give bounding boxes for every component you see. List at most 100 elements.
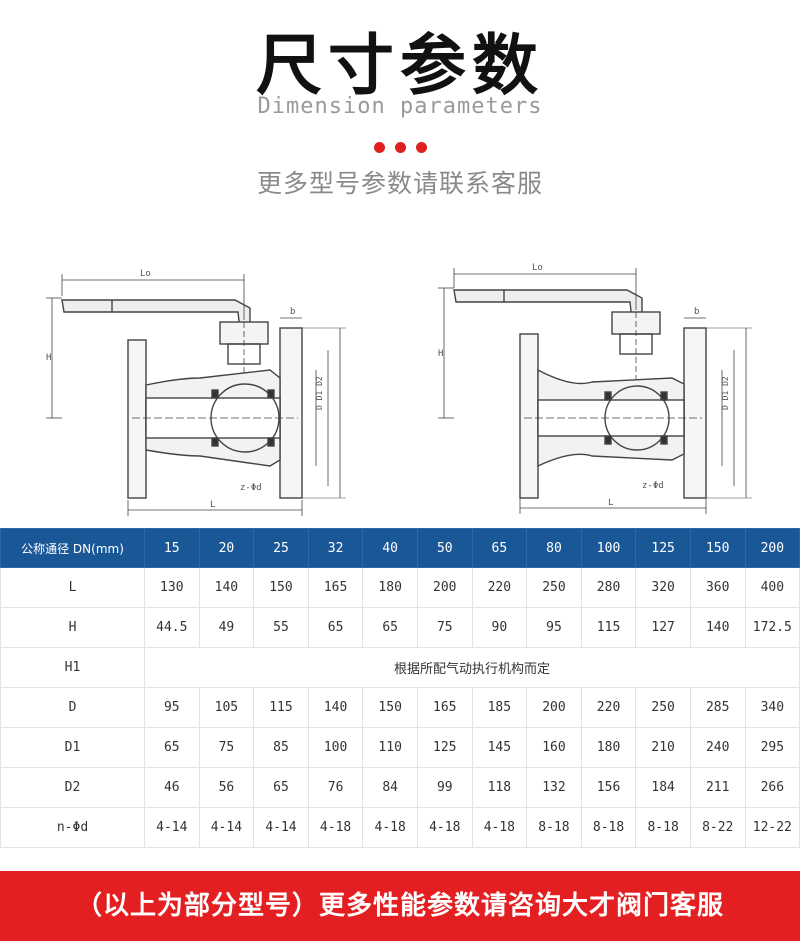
- dim-label-b-right: b: [694, 307, 699, 317]
- table-cell: 8-18: [580, 807, 637, 848]
- table-cell: 4-18: [416, 807, 473, 848]
- row-label: D1: [0, 727, 145, 768]
- table-cell: 140: [198, 567, 255, 608]
- table-cell: 76: [307, 767, 364, 808]
- table-cell: 145: [471, 727, 528, 768]
- column-header-dn: 15: [144, 528, 200, 568]
- column-header-dn: 25: [253, 528, 309, 568]
- column-header-dn: 200: [744, 528, 800, 568]
- table-cell: 180: [580, 727, 637, 768]
- table-cell: 200: [526, 687, 582, 728]
- table-cell: 55: [253, 607, 309, 648]
- row-label: D: [0, 687, 145, 728]
- table-cell: 140: [689, 607, 746, 648]
- table-cell: 95: [144, 687, 200, 728]
- table-cell: 65: [253, 767, 309, 808]
- table-cell: 4-14: [198, 807, 255, 848]
- table-cell: 150: [253, 567, 309, 608]
- row-label: D2: [0, 767, 145, 808]
- table-cell: 220: [580, 687, 637, 728]
- page-subtitle: Dimension parameters: [257, 94, 543, 119]
- table-cell: 156: [580, 767, 637, 808]
- column-header-dn: 50: [416, 528, 473, 568]
- column-header-dn: 65: [471, 528, 528, 568]
- table-cell: 65: [144, 727, 200, 768]
- table-cell: 250: [526, 567, 582, 608]
- column-header-dn: 150: [689, 528, 746, 568]
- dim-label-l-right: L: [608, 498, 613, 508]
- dim-label-l: L: [210, 500, 215, 510]
- table-cell: 132: [526, 767, 582, 808]
- dim-label-h-right: H: [438, 349, 443, 359]
- table-cell: 180: [362, 567, 418, 608]
- table-cell: 140: [307, 687, 364, 728]
- column-header-label: 公称通径 DN(mm): [0, 528, 145, 568]
- table-cell: 165: [416, 687, 473, 728]
- table-cell: 44.5: [144, 607, 200, 648]
- dim-label-b: b: [290, 307, 295, 317]
- table-cell: 165: [307, 567, 364, 608]
- table-cell: 75: [198, 727, 255, 768]
- ball-valve-drawing-right: Lo H b L z-Φd D D1 D2: [438, 263, 752, 514]
- table-cell: 400: [744, 567, 800, 608]
- dim-label-diameters-right: D D1 D2: [721, 376, 730, 410]
- row-label: H1: [0, 647, 145, 688]
- table-cell: 250: [635, 687, 691, 728]
- table-cell: 320: [635, 567, 691, 608]
- footer-banner: （以上为部分型号）更多性能参数请咨询大才阀门客服: [0, 871, 800, 941]
- table-cell: 84: [362, 767, 418, 808]
- ball-valve-drawing-left: Lo H b L z-Φd D D1 D2: [46, 269, 346, 516]
- dim-label-h: H: [46, 353, 51, 363]
- table-cell: 150: [362, 687, 418, 728]
- table-cell: 220: [471, 567, 528, 608]
- table-cell: 65: [362, 607, 418, 648]
- table-cell: 4-18: [471, 807, 528, 848]
- table-cell: 99: [416, 767, 473, 808]
- table-cell: 90: [471, 607, 528, 648]
- table-cell: 340: [744, 687, 800, 728]
- table-cell: 4-18: [307, 807, 364, 848]
- table-cell: 184: [635, 767, 691, 808]
- column-header-dn: 125: [635, 528, 691, 568]
- table-cell: 360: [689, 567, 746, 608]
- column-header-dn: 20: [198, 528, 255, 568]
- table-cell: 115: [580, 607, 637, 648]
- table-cell: 8-18: [635, 807, 691, 848]
- table-cell: 8-18: [526, 807, 582, 848]
- table-cell: 211: [689, 767, 746, 808]
- dim-label-holes-right: z-Φd: [642, 481, 664, 491]
- table-cell: 105: [198, 687, 255, 728]
- table-cell: 85: [253, 727, 309, 768]
- table-cell: 4-14: [144, 807, 200, 848]
- column-header-dn: 100: [580, 528, 637, 568]
- table-cell: 266: [744, 767, 800, 808]
- table-cell: 115: [253, 687, 309, 728]
- table-cell: 95: [526, 607, 582, 648]
- table-cell: 200: [416, 567, 473, 608]
- table-cell: 8-22: [689, 807, 746, 848]
- decorative-dots: [0, 138, 800, 157]
- dim-label-lo-right: Lo: [532, 263, 543, 273]
- table-cell: 185: [471, 687, 528, 728]
- row-label: L: [0, 567, 145, 608]
- table-cell: 100: [307, 727, 364, 768]
- table-cell: 12-22: [744, 807, 800, 848]
- table-cell: 4-18: [362, 807, 418, 848]
- table-cell: 110: [362, 727, 418, 768]
- page-header: 尺寸参数 Dimension parameters 更多型号参数请联系客服: [0, 0, 800, 240]
- table-cell: 118: [471, 767, 528, 808]
- table-cell: 130: [144, 567, 200, 608]
- table-cell: 49: [198, 607, 255, 648]
- column-header-dn: 40: [362, 528, 418, 568]
- row-note: 根据所配气动执行机构而定: [143, 647, 800, 688]
- table-cell: 46: [144, 767, 200, 808]
- dim-label-lo: Lo: [140, 269, 151, 279]
- table-cell: 285: [689, 687, 746, 728]
